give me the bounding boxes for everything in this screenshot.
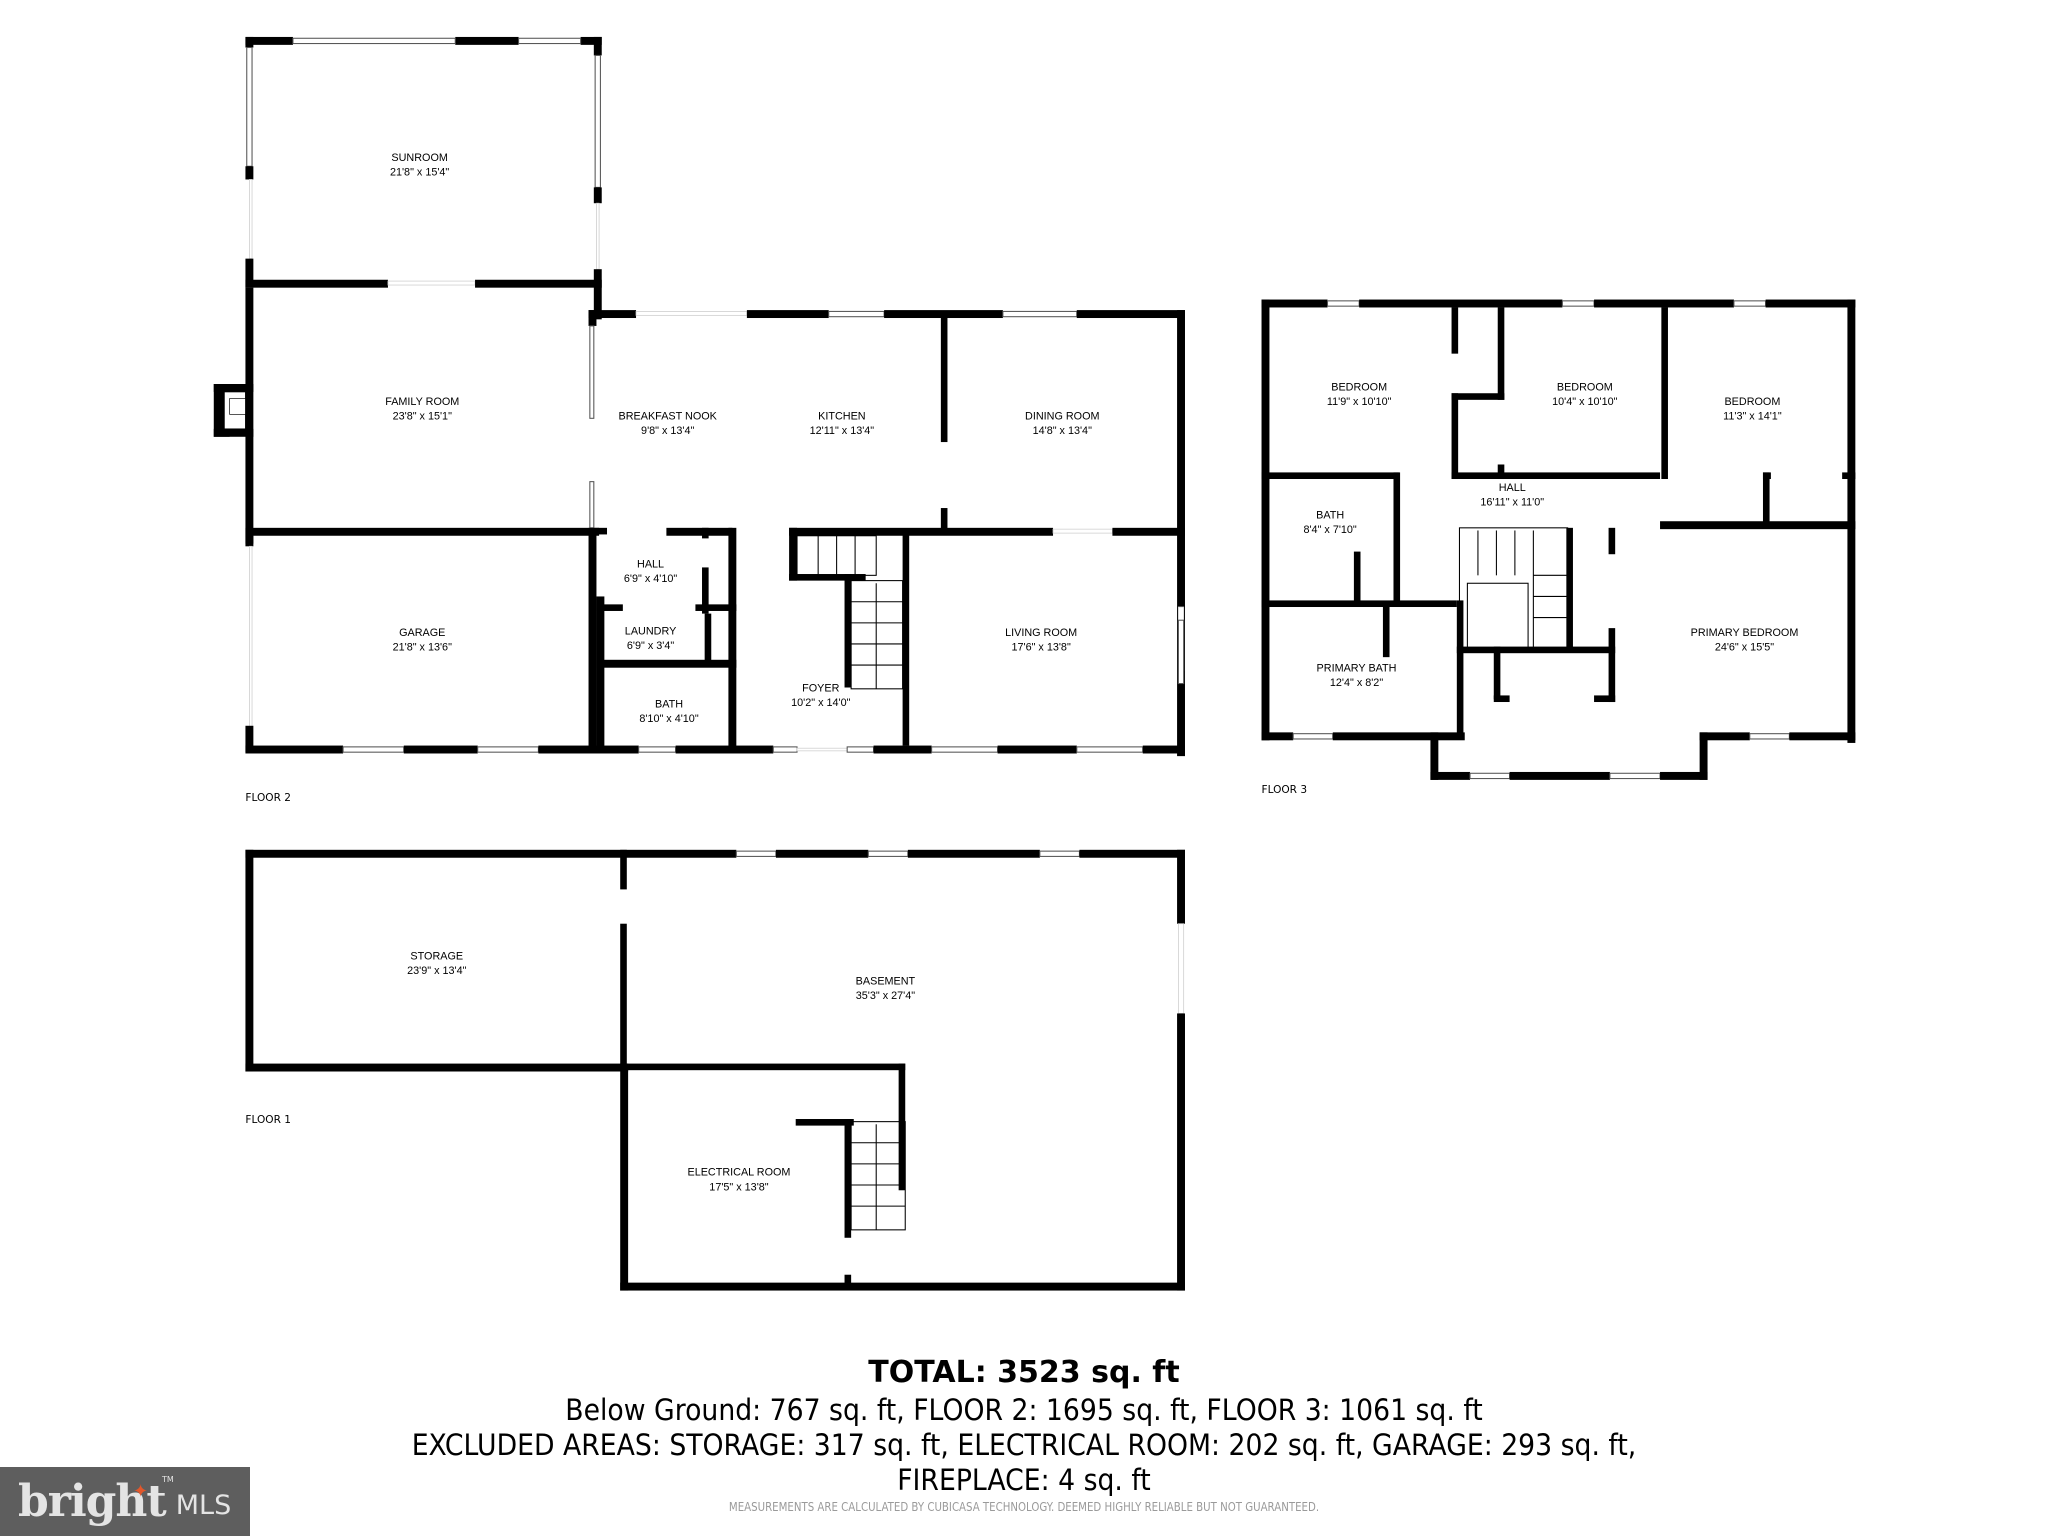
room-dims-dining-room: 14'8" x 13'4" <box>1033 425 1092 437</box>
room-dims-bedroom-2: 10'4" x 10'10" <box>1552 396 1617 408</box>
room-name-breakfast-nook: BREAKFAST NOOK <box>619 411 718 423</box>
room-dims-primary-bath: 12'4" x 8'2" <box>1330 677 1383 689</box>
room-name-family-room: FAMILY ROOM <box>385 396 459 408</box>
room-name-living-room: LIVING ROOM <box>1005 627 1077 639</box>
room-dims-family-room: 23'8" x 15'1" <box>393 411 452 423</box>
area-breakdown: Below Ground: 767 sq. ft, FLOOR 2: 1695 … <box>565 1393 1483 1427</box>
sunroom-walls <box>245 36 602 320</box>
room-name-bath: BATH <box>655 698 683 710</box>
room-name-foyer: FOYER <box>802 682 839 694</box>
room-dims-laundry: 6'9" x 3'4" <box>627 640 674 652</box>
floor-2-plan: SUNROOM 21'8" x 15'4" FAMILY ROOM 23'8" … <box>213 36 1185 804</box>
room-name-dining-room: DINING ROOM <box>1025 411 1099 423</box>
floor-3-label: FLOOR 3 <box>1262 784 1308 796</box>
logo-wordmark: bright <box>18 1476 167 1527</box>
logo-mls-text: MLS <box>175 1490 232 1521</box>
room-dims-foyer: 10'2" x 14'0" <box>791 697 850 709</box>
room-name-hall: HALL <box>637 558 664 570</box>
room-dims-storage: 23'9" x 13'4" <box>407 965 466 977</box>
excluded-areas-continued: FIREPLACE: 4 sq. ft <box>897 1463 1151 1497</box>
measurement-disclaimer: MEASUREMENTS ARE CALCULATED BY CUBICASA … <box>728 1500 1320 1514</box>
room-dims-bedroom-3: 11'3" x 14'1" <box>1723 411 1782 423</box>
floor-3-plan: BEDROOM 11'9" x 10'10" BEDROOM 10'4" x 1… <box>1261 299 1856 796</box>
room-name-storage: STORAGE <box>410 950 463 962</box>
room-dims-living-room: 17'6" x 13'8" <box>1011 642 1070 654</box>
room-name-bedroom-1: BEDROOM <box>1331 382 1387 394</box>
kitchen-dining-walls <box>588 310 1185 757</box>
room-dims-kitchen: 12'11" x 13'4" <box>810 425 875 437</box>
floor-1-plan: STORAGE 23'9" x 13'4" BASEMENT 35'3" x 2… <box>245 849 1185 1291</box>
room-dims-electrical-room: 17'5" x 13'8" <box>709 1181 768 1193</box>
star-icon: ✦ <box>133 1481 149 1501</box>
room-name-garage: GARAGE <box>399 627 445 639</box>
trademark-mark: TM <box>162 1475 174 1484</box>
room-dims-sunroom: 21'8" x 15'4" <box>390 167 449 179</box>
room-dims-primary-bedroom: 24'6" x 15'5" <box>1715 642 1774 654</box>
room-name-basement: BASEMENT <box>856 975 916 987</box>
room-dims-bath-upstairs: 8'4" x 7'10" <box>1303 524 1356 536</box>
room-dims-bedroom-1: 11'9" x 10'10" <box>1327 396 1392 408</box>
room-name-bedroom-3: BEDROOM <box>1724 396 1780 408</box>
room-dims-garage: 21'8" x 13'6" <box>393 642 452 654</box>
utility-walls <box>596 527 904 753</box>
room-name-hall-upstairs: HALL <box>1499 482 1526 494</box>
excluded-areas: EXCLUDED AREAS: STORAGE: 317 sq. ft, ELE… <box>411 1428 1637 1462</box>
room-dims-breakfast-nook: 9'8" x 13'4" <box>641 425 694 437</box>
room-dims-basement: 35'3" x 27'4" <box>856 990 915 1002</box>
room-name-electrical-room: ELECTRICAL ROOM <box>688 1167 791 1179</box>
floor-2-label: FLOOR 2 <box>245 792 291 804</box>
room-name-kitchen: KITCHEN <box>818 411 865 423</box>
room-name-bath-upstairs: BATH <box>1316 510 1344 522</box>
family-room-walls <box>213 287 1185 754</box>
total-area: TOTAL: 3523 sq. ft <box>868 1355 1180 1390</box>
room-dims-bath: 8'10" x 4'10" <box>639 713 698 725</box>
room-name-laundry: LAUNDRY <box>625 626 676 638</box>
bright-mls-logo: bright ✦ TM MLS <box>0 1467 250 1536</box>
room-name-primary-bedroom: PRIMARY BEDROOM <box>1691 627 1799 639</box>
room-dims-hall-upstairs: 16'11" x 11'0" <box>1480 496 1544 508</box>
room-name-sunroom: SUNROOM <box>391 152 447 164</box>
room-dims-hall: 6'9" x 4'10" <box>624 573 677 585</box>
room-name-primary-bath: PRIMARY BATH <box>1317 663 1397 675</box>
floor-1-label: FLOOR 1 <box>245 1114 291 1126</box>
room-name-bedroom-2: BEDROOM <box>1557 382 1613 394</box>
